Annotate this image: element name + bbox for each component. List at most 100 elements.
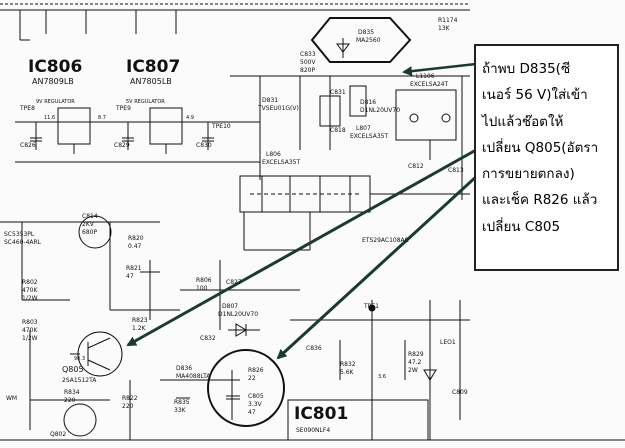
r820-label: R820 [128,235,144,242]
l807-part: EXCELSA35T [350,133,388,140]
v-8-7: 8.7 [98,115,106,121]
component-labels: IC806 AN7809LB 9V REGULATOR IC807 AN7805… [4,17,468,438]
r829-label: R829 [408,351,424,358]
callout-line-3: ไปแล้วช๊อตให้ [482,113,564,130]
v-90-3: 90.3 [74,356,85,362]
r1174-value: 13K [438,25,451,32]
d807-part: D1NL20UV70 [218,311,258,318]
callout-line-4: เปลี่ยน Q805(อัตรา [482,139,599,156]
d835-part: MA2560 [356,37,381,44]
c814-label: C814 [82,213,98,220]
callout-line-1: ถ้าพบ D835(ซี [482,61,571,77]
d835-label: D835 [358,29,374,36]
arrow-to-d835 [402,62,477,77]
tpe8-label: TPE8 [19,105,35,112]
d816-label: D816 [360,99,376,106]
r834-label: R834 [64,389,80,396]
ic806-part: AN7809LB [32,77,74,86]
v-11-6: 11.6 [44,115,55,121]
r822-label: R822 [122,395,138,402]
arrow-to-r826 [276,173,480,360]
l806-label: L806 [266,151,281,158]
tbo1-part: SC5353PL [4,231,35,238]
c829-label: C829 [114,142,130,149]
callout-line-6: และเช็ค R826 แล้ว [482,192,598,209]
c809-label: C809 [452,389,468,396]
r821-value: 47 [126,273,134,280]
r802-watt: 1/2W [22,295,38,302]
c831-label: C831 [330,89,346,96]
c805-label: C805 [248,393,264,400]
r834-value: 220 [64,397,76,404]
d831-part: TVSEU01G(V) [257,105,299,112]
d831-label: D831 [262,97,278,104]
circuit-wires [0,3,625,441]
callout-line-5: การขยายตกลง) [482,166,575,183]
r806-value: 100 [196,285,208,292]
callout-note-box: ถ้าพบ D835(ซี เนอร์ 56 V)ใส่เข้า ไปแล้วช… [474,44,619,271]
d816-part: D1NL20UV70 [360,107,400,114]
l1106-part: EXCELSA24T [410,81,448,88]
r821-label: R821 [126,265,142,272]
c805-voltage: 3.3V [248,401,263,408]
r803-value: 470K [22,327,38,334]
c805-value: 47 [248,409,256,416]
c830-label: C830 [196,142,212,149]
r802-value: 470K [22,287,38,294]
c826-label: C826 [20,142,36,149]
tbo2-part: ETS29AC108AC [362,237,409,244]
tpe9-label: TPE9 [115,105,131,112]
c812-label: C812 [408,163,424,170]
l1106-label: L1106 [416,73,435,80]
c833-label: C833 [300,51,316,58]
r832-value: 5.6K [340,369,355,376]
r823-label: R823 [132,317,148,324]
l807-label: L807 [356,125,371,132]
tpe1-label: TPE1 [363,303,379,310]
d807-label: D807 [222,303,238,310]
r835-label: R835 [174,399,190,406]
arrow-to-q805 [126,148,477,347]
c813-label: C813 [448,167,464,174]
q805-label: Q805 [62,365,84,374]
c818-label: C818 [330,127,346,134]
ic807-part: AN7805LB [130,77,172,86]
r802-label: R802 [22,279,38,286]
ic806-label: IC806 [28,57,82,77]
r832-label: R832 [340,361,356,368]
v-3-6: 3.6 [378,374,386,380]
c836-label: C836 [306,345,322,352]
l806-part: EXCELSA35T [262,159,300,166]
led1-label: LEO1 [440,339,456,346]
ic801-part: SE090NLF4 [296,427,330,434]
d836-part: MA4088LTA [176,373,211,380]
tbo1-part2: SC460-4ARL [4,239,42,246]
c832-label: C832 [200,335,216,342]
r803-watt: 1/2W [22,335,38,342]
callout-line-2: เนอร์ 56 V)ใส่เข้า [482,87,588,104]
q802-label: Q802 [50,431,66,438]
ic806-regulator: 9V REGULATOR [36,99,75,105]
r1174-label: R1174 [438,17,458,24]
ic801-label: IC801 [294,404,348,424]
wm-label: WM [6,395,17,402]
r823-value: 1.2K [132,325,147,332]
tpe10-label: TPE10 [211,123,231,130]
ic807-regulator: 5V REGULATOR [126,99,165,105]
d836-label: D836 [176,365,192,372]
c814-value: 680P [82,229,97,236]
c833-value: 820P [300,67,315,74]
r829-value: 47.2 [408,359,422,366]
v-4-9: 4.9 [186,115,194,121]
callout-line-7: เปลี่ยน C805 [482,218,561,235]
r803-label: R803 [22,319,38,326]
r826-value: 22 [248,375,256,382]
ic807-label: IC807 [126,57,180,77]
r806-label: R806 [196,277,212,284]
r829-watt: 2W [408,367,418,374]
r835-value: 33K [174,407,187,414]
c814-voltage: 2KV [82,221,95,228]
r826-label: R826 [248,367,264,374]
